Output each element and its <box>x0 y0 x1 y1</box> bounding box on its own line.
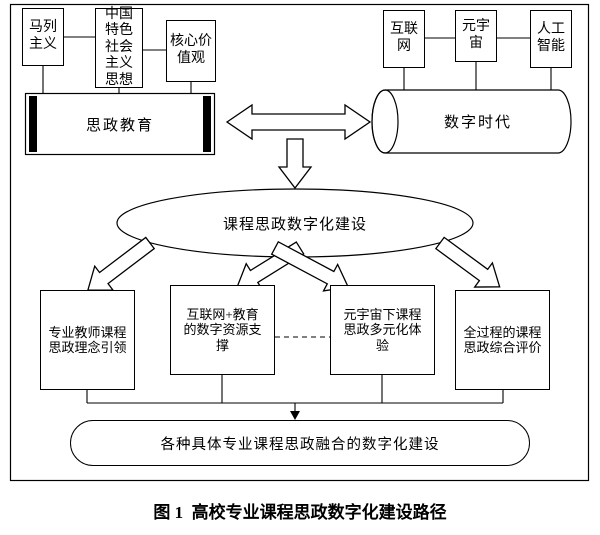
bottom-connectors <box>86 375 504 412</box>
frame-border <box>9 3 590 482</box>
node-marxism: 马列 主义 <box>22 8 64 66</box>
node-core-values: 核心价 值观 <box>166 20 216 82</box>
branch-internet-resources: 互联网+教育 的数字资源支 撑 <box>170 285 275 375</box>
branch-teacher-concept: 专业教师课程 思政理念引领 <box>40 290 135 390</box>
node-socialism-thought: 中国 特色 社会 主义 思想 <box>95 7 143 88</box>
branch-metaverse-experience: 元宇宙下课程 思政多元化体 验 <box>330 285 435 375</box>
side-bar-left <box>29 96 37 152</box>
down-arrow <box>277 138 313 190</box>
top-right-connectors <box>403 37 552 90</box>
branch-arrow-4 <box>434 236 501 288</box>
node-internet: 互联 网 <box>383 10 425 68</box>
node-bottom-result: 各种具体专业课程思政融合的数字化建设 <box>70 420 530 466</box>
top-left-connectors <box>42 36 192 93</box>
node-ai: 人工 智能 <box>530 10 572 68</box>
node-digital-era: 数字时代 <box>443 115 512 131</box>
branch-arrow-3 <box>270 240 350 292</box>
cylinder-cap <box>371 89 399 154</box>
node-metaverse: 元宇 宙 <box>455 10 497 62</box>
bottom-arrowhead <box>290 411 300 420</box>
node-ideology-education: 思政教育 <box>85 117 154 134</box>
digital-era-cylinder <box>371 89 572 154</box>
ideology-education-shape <box>24 92 216 156</box>
side-bar-right <box>203 96 211 152</box>
double-arrow <box>225 103 372 141</box>
node-center-ellipse-label: 课程思政数字化建设 <box>222 216 367 233</box>
figure-caption: 图 1 高校专业课程思政数字化建设路径 <box>153 503 447 522</box>
branch-evaluation: 全过程的课程 思政综合评价 <box>455 290 550 390</box>
